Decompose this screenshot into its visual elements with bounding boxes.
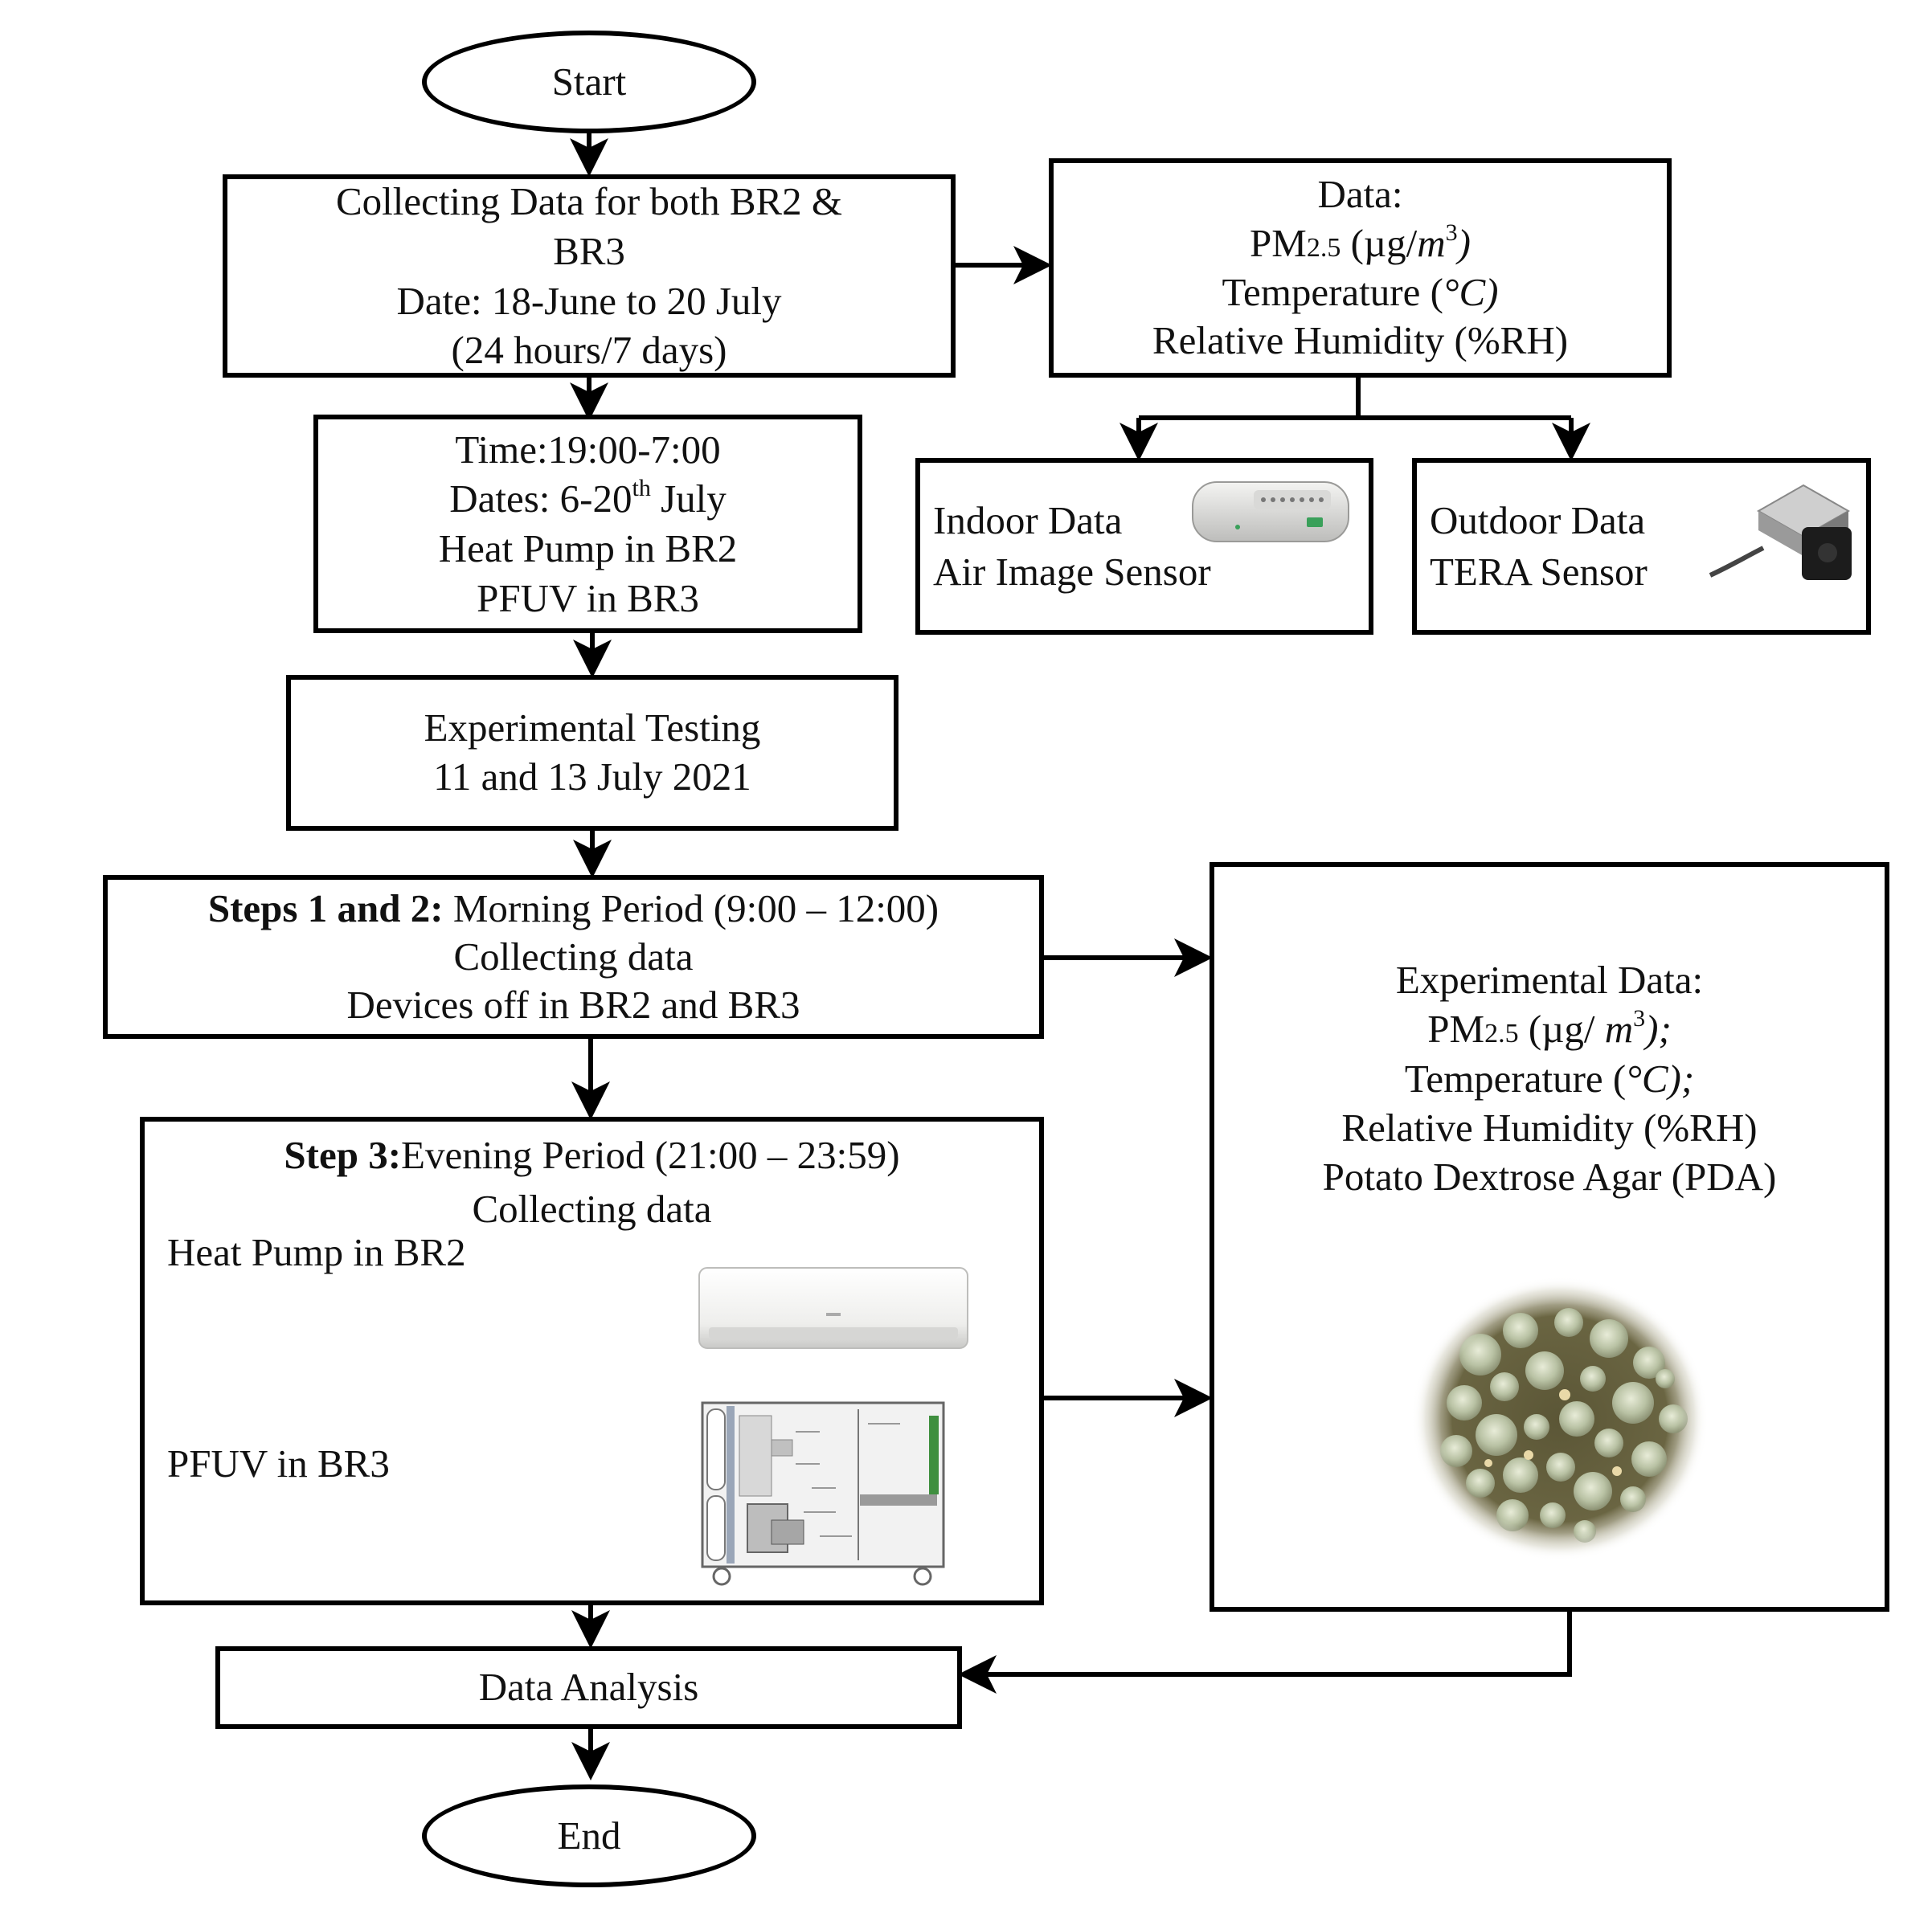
temp-unit: °C) [1443,269,1499,314]
start-node: Start [422,31,756,133]
air-image-sensor-icon [1192,481,1349,542]
step3-line-1: Step 3:Evening Period (21:00 – 23:59) [284,1131,899,1180]
pm-unit-var: m [1417,220,1446,265]
time-line-4: PFUV in BR3 [477,575,699,620]
end-label: End [557,1813,621,1858]
data-title: Data: [1317,172,1403,216]
exp-humidity-line: Relative Humidity (%RH) [1341,1105,1758,1150]
tera-sensor-icon [1709,484,1852,580]
indoor-data-box [915,458,1373,635]
data-parameters-box: Data: PM2.5 (µg/m3) Temperature (°C) Rel… [1049,158,1672,378]
pm-unit-exp: 3 [1445,219,1458,246]
pfuv-unit-icon [701,1401,945,1586]
exp-temp-unit: °C); [1626,1056,1695,1101]
data-pm25-line: PM2.5 (µg/m3) [1250,219,1471,268]
time-schedule-box: Time:19:00-7:00 Dates: 6-20th July Heat … [313,415,862,633]
exp-pm-unit-var: m [1604,1007,1634,1052]
indoor-line-1: Indoor Data [933,498,1123,542]
exp-pm25-line: PM2.5 (µg/ m3); [1427,1004,1672,1053]
exp-pm-subscript: 2.5 [1484,1019,1519,1049]
exp-pm-unit-close: ); [1645,1007,1672,1052]
dates-prefix: Dates: 6-20 [449,476,632,521]
collect-line-1: Collecting Data for both BR2 & [335,179,843,224]
exp-title: Experimental Data: [1395,958,1704,1002]
outdoor-data-text: Outdoor Data TERA Sensor [1430,495,1648,597]
data-humidity-line: Relative Humidity (%RH) [1152,318,1569,363]
step3-line-2: Collecting data [472,1186,712,1231]
heat-pump-icon [698,1267,968,1349]
collect-line-3: Date: 18-June to 20 July [396,278,782,323]
temp-text: Temperature ( [1222,269,1443,314]
steps12-rest: Morning Period (9:00 – 12:00) [443,886,939,931]
pm-unit-close: ) [1457,220,1471,265]
exp-pm-unit-open: (µg/ [1518,1007,1605,1052]
experimental-testing-box: Experimental Testing 11 and 13 July 2021 [286,675,898,831]
data-temperature-line: Temperature (°C) [1222,268,1498,317]
steps12-line-2: Collecting data [453,934,694,979]
analysis-label: Data Analysis [478,1665,699,1710]
outdoor-line-2: TERA Sensor [1430,549,1648,594]
steps12-line-3: Devices off in BR2 and BR3 [346,982,800,1027]
steps12-bold: Steps 1 and 2: [207,886,444,931]
step3-bold: Step 3: [284,1133,402,1177]
outdoor-line-1: Outdoor Data [1430,498,1646,542]
pm-subscript: 2.5 [1306,232,1341,263]
indoor-line-2: Air Image Sensor [933,549,1211,594]
exp-temperature-line: Temperature (°C); [1405,1054,1694,1103]
pda-culture-icon [1408,1274,1712,1564]
time-line: Time:19:00-7:00 [455,427,721,472]
pm-prefix: PM [1250,220,1307,265]
connector-expdata-to-analysis [958,1609,1572,1694]
dates-line: Dates: 6-20th July [449,474,727,524]
step3-rest: Evening Period (21:00 – 23:59) [401,1133,900,1177]
time-line-3: Heat Pump in BR2 [438,526,738,570]
collect-data-box: Collecting Data for both BR2 & BR3 Date:… [223,174,956,378]
exp-pm-unit-exp: 3 [1633,1005,1646,1032]
testing-line-1: Experimental Testing [424,705,761,750]
testing-line-2: 11 and 13 July 2021 [433,754,751,799]
dates-suffix: July [650,476,727,521]
steps12-line-1: Steps 1 and 2: Morning Period (9:00 – 12… [208,885,939,933]
steps-1-2-box: Steps 1 and 2: Morning Period (9:00 – 12… [103,875,1044,1039]
start-label: Start [551,59,627,104]
exp-pm-prefix: PM [1427,1007,1485,1052]
dates-sup: th [632,475,651,502]
pm-unit-open: (µg/ [1341,220,1418,265]
step3-heat-pump-label: Heat Pump in BR2 [167,1230,466,1274]
exp-pda-line: Potato Dextrose Agar (PDA) [1322,1155,1777,1199]
exp-temp-text: Temperature ( [1404,1056,1627,1101]
indoor-data-text: Indoor Data Air Image Sensor [933,495,1211,597]
end-node: End [422,1784,756,1887]
data-analysis-box: Data Analysis [215,1646,962,1729]
collect-line-2: BR3 [553,228,625,273]
collect-line-4: (24 hours/7 days) [451,328,727,373]
step3-pfuv-label: PFUV in BR3 [167,1441,390,1486]
